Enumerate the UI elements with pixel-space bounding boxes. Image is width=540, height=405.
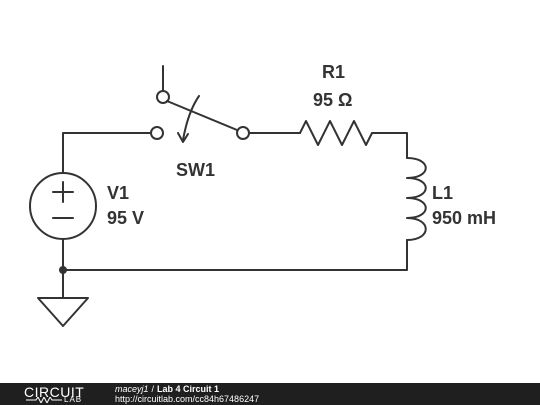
circuit-title-link[interactable]: Lab 4 Circuit 1 bbox=[157, 384, 220, 394]
source-name: V1 bbox=[107, 183, 129, 203]
resistor-zigzag bbox=[299, 120, 377, 146]
circuit-url[interactable]: http://circuitlab.com/cc84h67486247 bbox=[115, 394, 260, 404]
switch-terminal-top bbox=[156, 90, 170, 104]
voltage-source-body bbox=[29, 172, 97, 240]
circuitlab-logo[interactable]: CIRCUIT LAB bbox=[24, 384, 102, 404]
wire-inductor-to-bottom bbox=[62, 239, 408, 271]
inductor-value: 950 mH bbox=[432, 208, 496, 228]
switch-terminal-left bbox=[150, 126, 164, 140]
inductor-name: L1 bbox=[432, 183, 453, 203]
author-link[interactable]: maceyj1 bbox=[115, 384, 149, 394]
wire-top-left bbox=[62, 132, 153, 174]
switch-terminal-right bbox=[236, 126, 250, 140]
resistor-name: R1 bbox=[322, 62, 345, 82]
ground-symbol bbox=[37, 297, 89, 327]
logo-wordmark-top: CIRCUIT bbox=[24, 384, 85, 400]
junction-node bbox=[59, 266, 67, 274]
footer-bar: CIRCUIT LAB maceyj1/Lab 4 Circuit 1 http… bbox=[0, 383, 540, 405]
circuit-meta: maceyj1/Lab 4 Circuit 1 http://circuitla… bbox=[115, 384, 259, 404]
logo-wordmark-bottom: LAB bbox=[64, 395, 83, 404]
switch-arrow-head bbox=[177, 132, 189, 143]
switch-blade bbox=[166, 100, 238, 131]
switch-arrow bbox=[182, 95, 200, 141]
source-value: 95 V bbox=[107, 208, 144, 228]
logo-resistor-icon bbox=[26, 397, 62, 403]
circuit-diagram: SW1 R1 95 Ω V1 95 V L1 950 mH bbox=[29, 62, 496, 327]
schematic-canvas: SW1 R1 95 Ω V1 95 V L1 950 mH bbox=[29, 62, 497, 327]
wire-resistor-to-inductor bbox=[375, 132, 408, 159]
meta-separator: / bbox=[151, 384, 155, 394]
resistor-value: 95 Ω bbox=[313, 90, 352, 110]
inductor-coil bbox=[406, 157, 427, 241]
switch-label: SW1 bbox=[176, 160, 215, 180]
